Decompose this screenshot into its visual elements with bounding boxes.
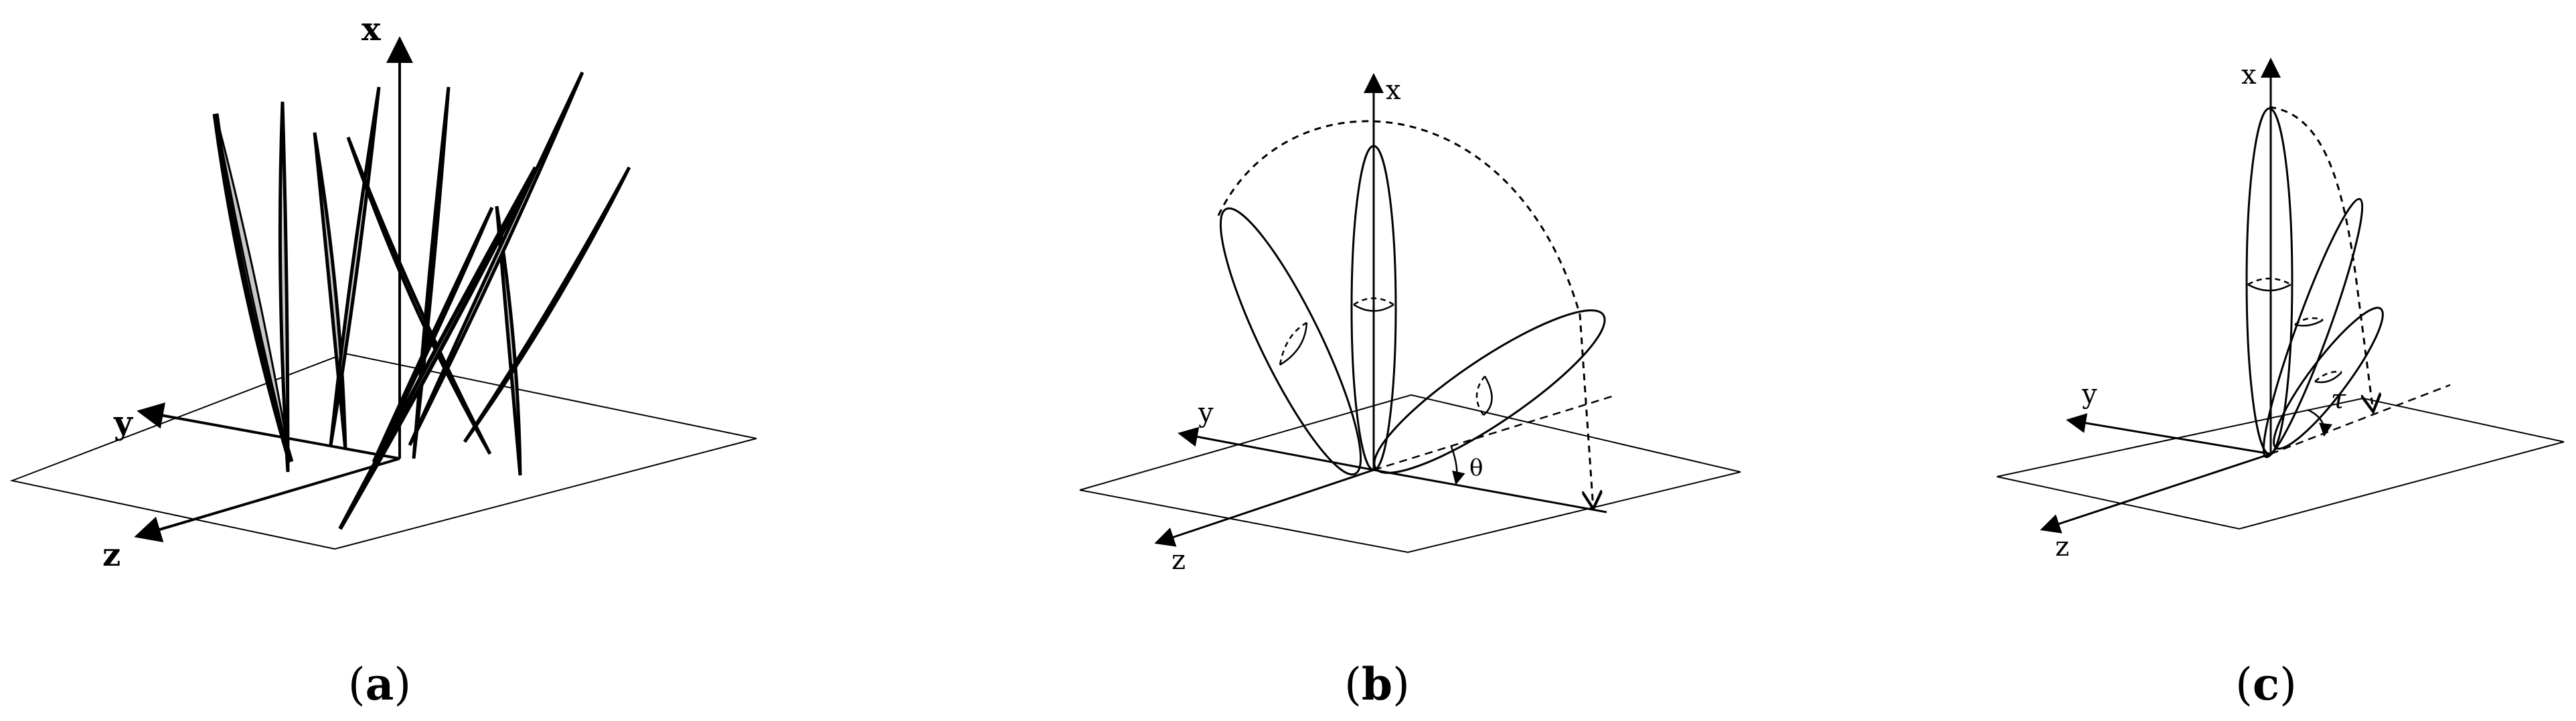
panel-b-theta-label: θ <box>1469 455 1483 481</box>
panel-b-caption: (b) <box>1344 658 1410 710</box>
panel-c-z-label: z <box>2055 532 2069 562</box>
cross-section-tilted-back <box>2294 317 2324 326</box>
cross-section-inclined <box>1483 376 1493 416</box>
panel-b-x-label: x <box>1386 75 1401 106</box>
panel-b-y-label: y <box>1198 398 1214 428</box>
needle <box>463 166 631 443</box>
panel-a-z-axis <box>134 457 400 543</box>
tilted-ellipsoid <box>1219 207 1362 476</box>
panel-c-y-label: y <box>2081 379 2097 410</box>
needle <box>408 71 584 447</box>
needle <box>214 113 292 463</box>
panel-b-theta-arc <box>1450 446 1465 485</box>
panel-a-x-label: x <box>361 11 381 48</box>
cross-section-tilted <box>2294 319 2324 327</box>
panel-c-tau-arc <box>2307 408 2333 437</box>
needle <box>329 86 381 446</box>
needle <box>338 166 538 530</box>
panel-c-z-axis <box>2040 453 2271 534</box>
panel-c-caption: (c) <box>2235 658 2297 710</box>
cross-section-vertical <box>2247 283 2291 292</box>
panel-c-plane <box>1996 397 2565 530</box>
panel-c-ellipsoids <box>2245 107 2384 459</box>
panel-a-z-label: z <box>102 536 120 574</box>
panel-b-polar-angle: x y z θ (b) <box>1079 73 1741 710</box>
cross-section-inclined <box>2314 372 2342 384</box>
cross-section-tilted-back <box>1279 321 1307 366</box>
panel-c-y-axis <box>2066 413 2271 455</box>
cross-section-vertical-back <box>2247 277 2291 286</box>
needle <box>346 137 492 455</box>
panel-b-plane <box>1079 394 1741 554</box>
inclined-ellipsoid <box>1373 309 1606 474</box>
panel-b-rotation-arc <box>1217 120 1593 509</box>
panel-b-y-axis <box>1178 426 1374 471</box>
panel-c-x-label: x <box>2241 60 2257 90</box>
needle <box>495 206 522 476</box>
needle <box>278 101 290 473</box>
panel-b-projection-line <box>1373 394 1617 471</box>
cross-section-tilted <box>1279 322 1308 366</box>
panel-a-y-label: y <box>113 404 134 442</box>
cross-section-inclined-back <box>2314 371 2342 382</box>
cross-section-inclined-back <box>1475 376 1485 416</box>
panel-b-z-label: z <box>1172 545 1186 576</box>
tilted-ellipsoid <box>2262 197 2364 459</box>
panel-b-horizontal-ray <box>1373 469 1607 513</box>
panel-c-rotation-arc <box>2269 106 2373 412</box>
panel-a-random-fibers: x y z (a) <box>9 11 757 710</box>
panel-b-z-axis <box>1154 469 1374 547</box>
panel-a-needles <box>212 71 631 530</box>
panel-c-azimuthal-angle: x y z τ (c) <box>1996 58 2565 710</box>
inclined-ellipsoid <box>2273 307 2384 450</box>
panel-c-tau-label: τ <box>2331 384 2346 415</box>
panel-a-caption: (a) <box>348 658 411 710</box>
panel-a-plane <box>9 352 757 550</box>
panel-c-projection-line <box>2270 384 2451 455</box>
panel-c-cross-sections <box>2247 277 2342 384</box>
panel-a-y-axis <box>137 402 400 460</box>
panel-b-ellipsoids <box>1219 145 1606 476</box>
needle <box>313 132 347 451</box>
